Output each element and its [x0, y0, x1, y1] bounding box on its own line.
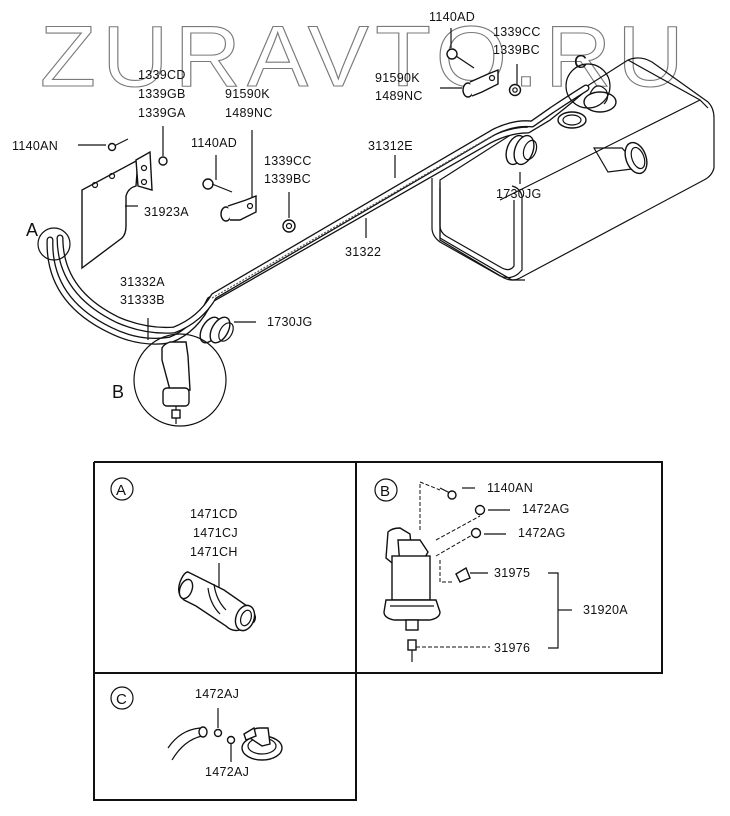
fuel-tank	[431, 57, 715, 281]
label-bolt-mid: 1140AD	[191, 136, 237, 150]
sender-fitting-illustration	[241, 726, 283, 761]
detail-b-label-sensor-bottom: 31976	[494, 641, 530, 655]
nut-top	[508, 64, 522, 97]
watermark: ZURAVTO.RU	[40, 9, 690, 105]
fuel-pipes	[46, 84, 590, 345]
label-nut-mid-2: 1339BC	[264, 172, 311, 186]
label-pipe-upper: 31312E	[368, 139, 413, 153]
detail-a-label-2: 1471CJ	[193, 526, 238, 540]
label-clamp-mid-1: 91590K	[225, 87, 270, 101]
label-nut-mid-1: 1339CC	[264, 154, 312, 168]
hose-clamp-illustration	[177, 571, 257, 632]
detail-b-label-nut-2: 1472AG	[518, 526, 566, 540]
detail-a-marker: A	[116, 482, 126, 499]
grommet-tank	[505, 134, 538, 166]
label-nut-group-1: 1339CD	[138, 68, 186, 82]
fuel-filter-assembly	[383, 527, 441, 662]
callout-b-label: B	[112, 382, 124, 402]
callout-circle-a	[37, 227, 71, 261]
callout-circle-c	[565, 63, 611, 109]
label-grommet-low: 1730JG	[267, 315, 313, 329]
detail-a: A 1471CD 1471CJ 1471CH	[110, 477, 257, 632]
detail-b-marker: B	[380, 483, 390, 500]
detail-panels	[93, 461, 663, 801]
detail-c-label-bottom: 1472AJ	[205, 765, 249, 779]
bolt-top	[446, 28, 475, 69]
detail-c-marker-circle	[110, 686, 134, 710]
b-bolt-head	[447, 490, 457, 500]
fuel-filter-small	[161, 341, 191, 424]
clamp-mid	[220, 130, 257, 222]
grommet-low	[199, 316, 234, 344]
detail-b-label-bolt: 1140AN	[487, 481, 533, 495]
label-nut-top-1: 1339CC	[493, 25, 541, 39]
detail-a-label-3: 1471CH	[190, 545, 238, 559]
detail-b-label-nut-1: 1472AG	[522, 502, 570, 516]
label-nut-group-2: 1339GB	[138, 87, 186, 101]
c-o-ring-2	[226, 735, 236, 745]
b-sensor-plug	[455, 566, 471, 583]
detail-b: B 1140AN 1472AG 1472AG 31975 3	[374, 478, 628, 662]
detail-b-marker-circle	[374, 478, 398, 502]
clamp-top	[440, 68, 499, 98]
callout-c-label: C	[574, 52, 587, 72]
detail-c-label-top: 1472AJ	[195, 687, 239, 701]
label-hose-1: 31332A	[120, 275, 165, 289]
detail-c: C 1472AJ 1472AJ	[110, 686, 283, 779]
detail-c-marker: C	[116, 691, 127, 708]
c-o-ring-1	[213, 728, 223, 738]
detail-a-marker-circle	[110, 477, 134, 501]
label-hose-2: 31333B	[120, 293, 165, 307]
bolt-left	[78, 138, 129, 152]
bolt-mid	[202, 155, 233, 193]
label-clamp-top-2: 1489NC	[375, 89, 423, 103]
label-nut-top-2: 1339BC	[493, 43, 540, 57]
callout-a-label: A	[26, 220, 38, 240]
b-nut-1	[474, 504, 486, 516]
label-clamp-top-1: 91590K	[375, 71, 420, 85]
nut-mid	[282, 192, 296, 233]
main-view: A B C 1140AN 1339CD 1339GB 1339GA 91590K…	[12, 10, 715, 427]
label-bracket: 31923A	[144, 205, 189, 219]
b-nut-2	[470, 527, 482, 539]
label-clamp-mid-2: 1489NC	[225, 106, 273, 120]
callout-circle-b	[133, 333, 227, 427]
label-grommet-tank: 1730JG	[496, 187, 542, 201]
bracket	[81, 150, 153, 270]
label-bolt-left: 1140AN	[12, 139, 58, 153]
label-nut-group-3: 1339GA	[138, 106, 186, 120]
label-bolt-top: 1140AD	[429, 10, 475, 24]
detail-a-label-1: 1471CD	[190, 507, 238, 521]
detail-b-label-assembly: 31920A	[583, 603, 628, 617]
connector-illustration	[167, 726, 208, 761]
detail-b-label-sensor-top: 31975	[494, 566, 530, 580]
nut-group-left	[158, 126, 168, 166]
label-pipe-lower: 31322	[345, 245, 381, 259]
